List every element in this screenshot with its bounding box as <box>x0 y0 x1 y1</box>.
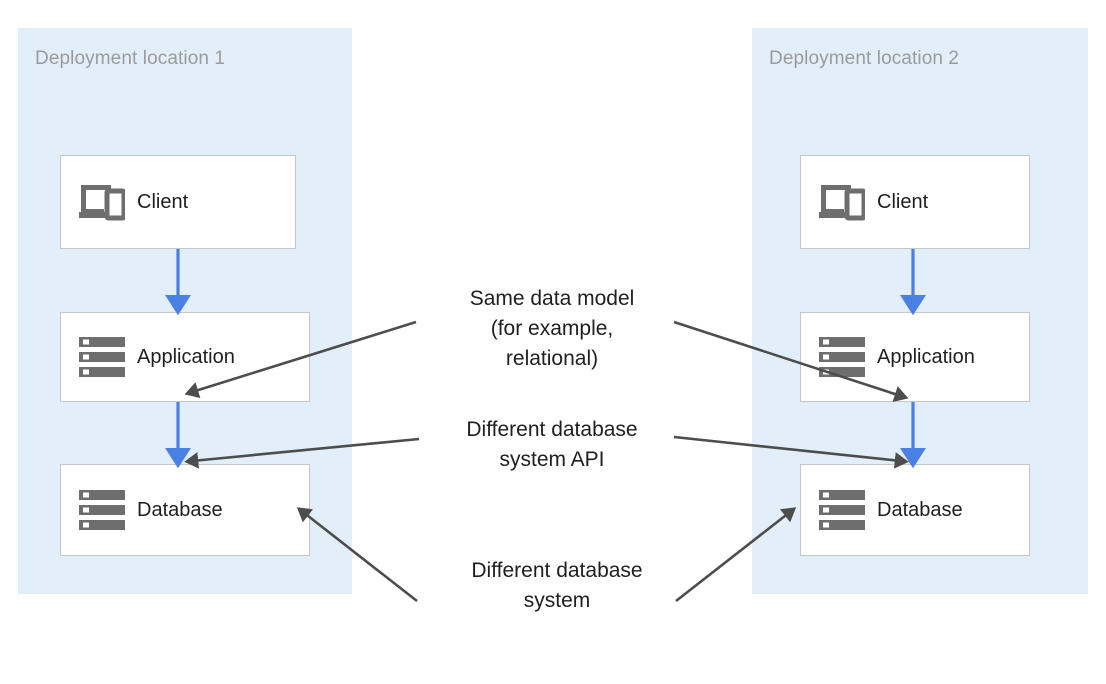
node-client-1-label: Client <box>137 190 189 213</box>
server-stack-icon <box>813 336 871 378</box>
node-database-2[interactable]: Database <box>800 464 1030 556</box>
server-stack-icon <box>813 489 871 531</box>
node-application-2[interactable]: Application <box>800 312 1030 402</box>
server-stack-icon <box>73 336 131 378</box>
node-client-2-label: Client <box>877 190 929 213</box>
deployment-zone-1-title: Deployment location 1 <box>35 48 226 69</box>
devices-icon <box>73 183 131 221</box>
server-stack-icon <box>73 489 131 531</box>
node-application-1-label: Application <box>137 345 235 368</box>
node-database-2-label: Database <box>877 498 963 521</box>
node-database-1-label: Database <box>137 498 223 521</box>
node-client-1[interactable]: Client <box>60 155 296 249</box>
callout-different-database-system-api: Different database system API <box>466 418 638 471</box>
node-database-1[interactable]: Database <box>60 464 310 556</box>
callout-same-data-model: Same data model (for example, relational… <box>469 287 635 370</box>
node-application-1[interactable]: Application <box>60 312 310 402</box>
node-application-2-label: Application <box>877 345 975 368</box>
node-client-2[interactable]: Client <box>800 155 1030 249</box>
deployment-zone-2-title: Deployment location 2 <box>769 48 960 69</box>
devices-icon <box>813 183 871 221</box>
callout-different-database-system: Different database system <box>471 559 643 612</box>
